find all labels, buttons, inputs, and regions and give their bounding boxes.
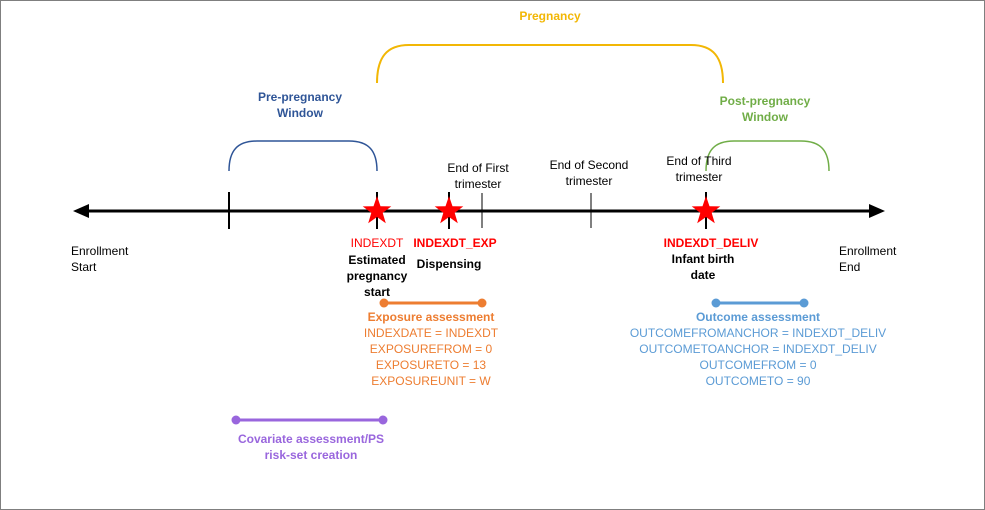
outcome-param-fromanchor: OUTCOMEFROMANCHOR = INDEXDT_DELIV — [629, 326, 887, 340]
end-first-line-2: trimester — [454, 177, 502, 191]
enrollment-start-line-2: Start — [71, 260, 97, 274]
indexdt-deliv-desc-line-1: Infant birth — [671, 252, 735, 266]
exposure-bar-end-dot — [477, 298, 487, 308]
exposure-param-exposurefrom: EXPOSUREFROM = 0 — [369, 342, 493, 356]
post-pregnancy-bracket — [705, 140, 830, 172]
post-pregnancy-label: Post-pregnancy Window — [720, 93, 811, 125]
enrollment-start-line-1: Enrollment — [71, 244, 129, 258]
indexdt-deliv-label: INDEXDT_DELIV — [663, 236, 759, 250]
indexdt-desc-line-1: Estimated — [348, 253, 406, 267]
enrollment-start-label: Enrollment Start — [71, 243, 128, 275]
end-first-trimester-label: End of First trimester — [447, 160, 508, 192]
indexdt-desc-line-2: pregnancy — [346, 269, 408, 283]
covariate-title-line-2: risk-set creation — [264, 448, 358, 462]
outcome-bar-start-dot — [711, 298, 721, 308]
exposure-param-exposureunit: EXPOSUREUNIT = W — [371, 374, 491, 388]
end-second-line-1: End of Second — [549, 158, 629, 172]
outcome-param-to: OUTCOMETO = 90 — [705, 374, 811, 388]
exposure-assessment-block: Exposure assessment INDEXDATE = INDEXDT … — [364, 309, 498, 389]
axis-arrow-right — [869, 204, 885, 218]
outcome-assessment-title: Outcome assessment — [695, 310, 821, 324]
enrollment-end-line-1: Enrollment — [839, 244, 897, 258]
outcome-bar-end-dot — [799, 298, 809, 308]
pregnancy-bracket — [376, 44, 724, 84]
indexdt-star-icon — [362, 196, 392, 224]
indexdt-exp-label: INDEXDT_EXP — [413, 236, 497, 250]
end-second-line-2: trimester — [565, 174, 613, 188]
pre-pregnancy-label-line-1: Pre-pregnancy — [257, 90, 343, 104]
pregnancy-label: Pregnancy — [519, 9, 581, 23]
end-third-line-1: End of Third — [666, 154, 732, 168]
exposure-bar-start-dot — [379, 298, 389, 308]
pre-pregnancy-bracket — [228, 140, 378, 172]
end-third-trimester-label: End of Third trimester — [666, 153, 731, 185]
covariate-bar-start-dot — [231, 415, 241, 425]
end-second-trimester-label: End of Second trimester — [550, 157, 629, 189]
covariate-assessment-block: Covariate assessment/PS risk-set creatio… — [238, 431, 384, 463]
indexdt-deliv-star-icon — [691, 196, 721, 224]
post-pregnancy-label-line-2: Window — [742, 110, 788, 124]
pre-pregnancy-label: Pre-pregnancy Window — [258, 89, 342, 121]
exposure-param-indexdate: INDEXDATE = INDEXDT — [363, 326, 499, 340]
enrollment-end-label: Enrollment End — [839, 243, 896, 275]
indexdt-label: INDEXDT — [350, 236, 404, 250]
covariate-bar-end-dot — [378, 415, 388, 425]
exposure-assessment-title: Exposure assessment — [367, 310, 495, 324]
axis-arrow-left — [73, 204, 89, 218]
indexdt-deliv-desc-line-2: date — [690, 268, 716, 282]
outcome-param-toanchor: OUTCOMETOANCHOR = INDEXDT_DELIV — [639, 342, 877, 356]
indexdt-exp-star-icon — [434, 196, 464, 224]
indexdt-desc-line-3: start — [363, 285, 390, 299]
indexdt-description: Estimated pregnancy start — [347, 252, 408, 300]
pre-pregnancy-label-line-2: Window — [277, 106, 323, 120]
indexdt-deliv-description: Infant birth date — [672, 251, 735, 283]
outcome-assessment-block: Outcome assessment OUTCOMEFROMANCHOR = I… — [630, 309, 886, 389]
end-first-line-1: End of First — [447, 161, 509, 175]
post-pregnancy-label-line-1: Post-pregnancy — [719, 94, 811, 108]
indexdt-exp-description: Dispensing — [416, 257, 482, 271]
enrollment-end-line-2: End — [839, 260, 861, 274]
covariate-title-line-1: Covariate assessment/PS — [237, 432, 385, 446]
outcome-param-from: OUTCOMEFROM = 0 — [699, 358, 817, 372]
exposure-param-exposureto: EXPOSURETO = 13 — [375, 358, 487, 372]
end-third-line-2: trimester — [675, 170, 723, 184]
